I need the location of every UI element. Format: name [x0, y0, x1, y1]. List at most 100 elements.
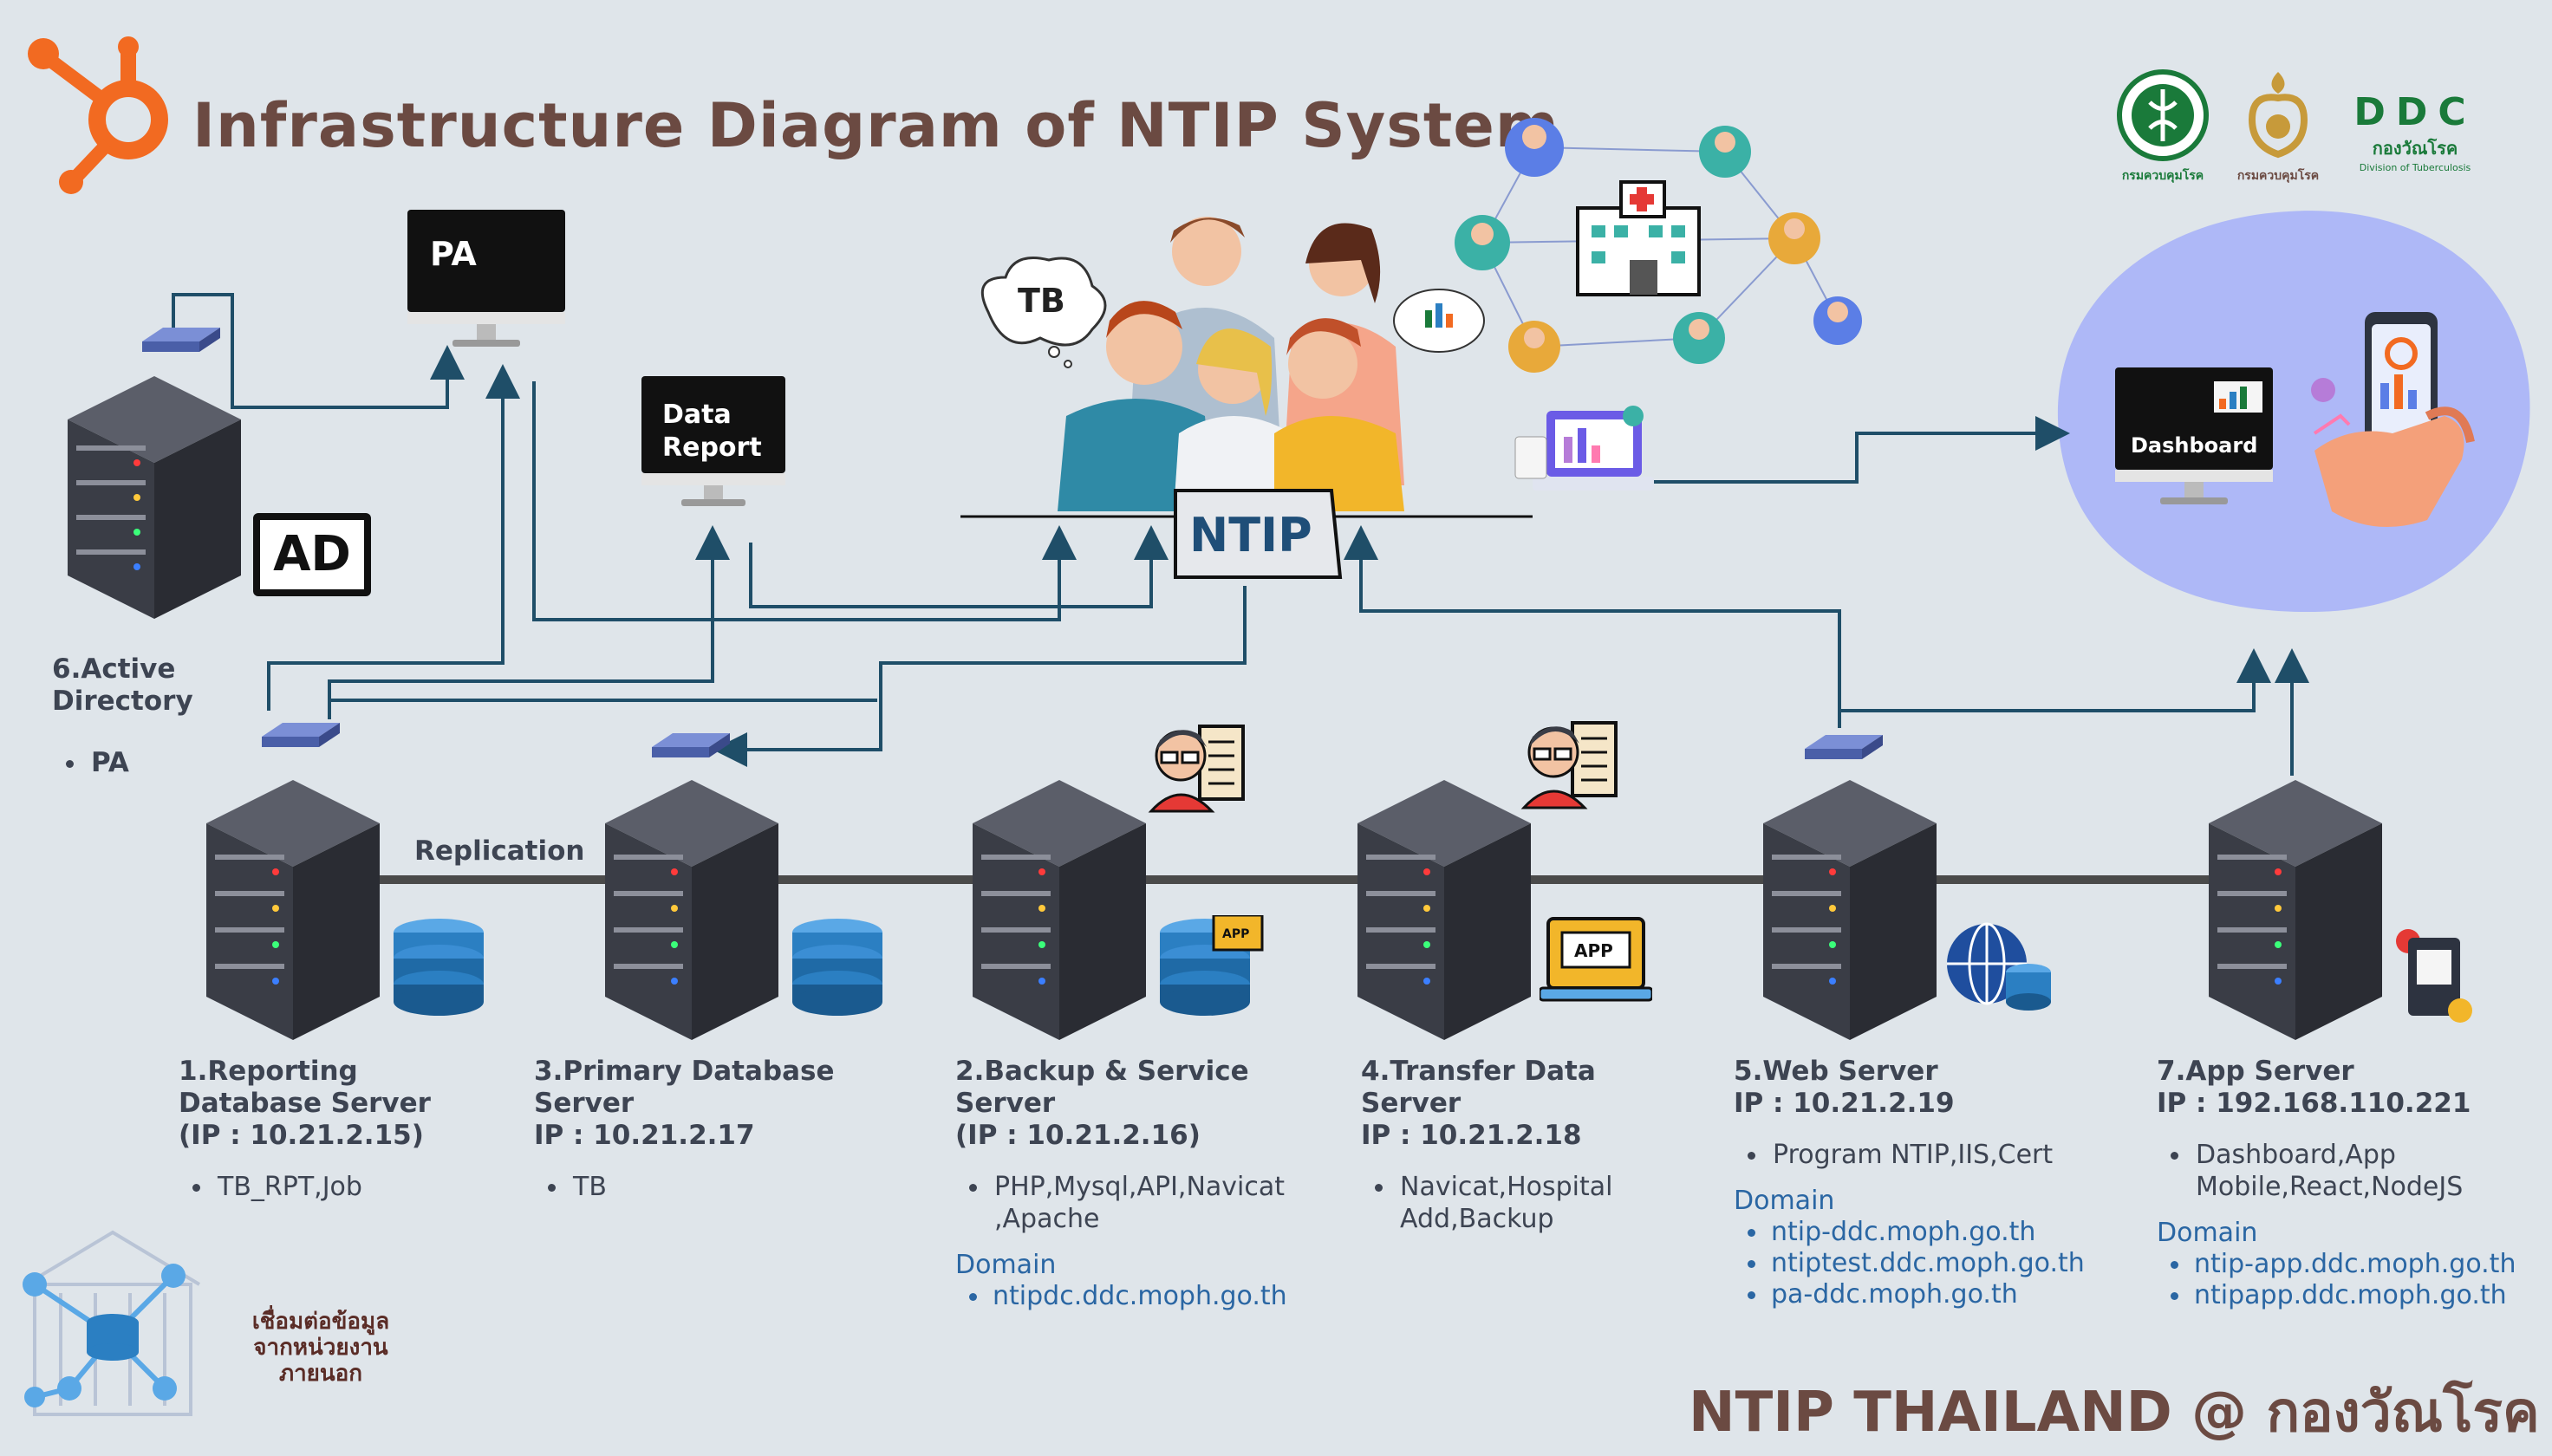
domain-link[interactable]: ntipapp.ddc.moph.go.th [2157, 1280, 2516, 1311]
ddc-sub: Division of Tuberculosis [2359, 162, 2471, 173]
footer-title: NTIP THAILAND @ กองวัณโรค [1689, 1381, 2540, 1445]
network-switch-web [1805, 735, 1883, 759]
server-items: Program NTIP,IIS,Cert [1734, 1139, 2085, 1171]
server-title-line: IP : 10.21.2.19 [1734, 1088, 1955, 1119]
database-icon-2 [792, 919, 882, 1016]
server-item: Add,Backup [1375, 1203, 1613, 1235]
server-tower-1 [206, 780, 380, 1040]
external-line1: เชื่อมต่อข้อมูล [251, 1309, 390, 1335]
external-data-label: เชื่อมต่อข้อมูล จากหน่วยงาน ภายนอก [234, 1309, 407, 1387]
ddc-emblem-logo: กรมควบคุมโรค [2226, 68, 2330, 183]
replication-label: Replication [414, 835, 585, 867]
server-tower-2 [605, 780, 778, 1040]
pa-monitor: PA [407, 210, 565, 347]
server-title-line: (IP : 10.21.2.15) [179, 1120, 424, 1151]
data-report-line2: Report [662, 432, 762, 463]
tb-bubble-text: TB [1018, 282, 1065, 320]
server-items: TB [534, 1171, 834, 1203]
database-icon-3: APP [1160, 915, 1264, 1016]
server-item: Program NTIP,IIS,Cert [1748, 1139, 2085, 1171]
domain-link-label[interactable]: ntipdc.ddc.moph.go.th [993, 1281, 1287, 1311]
server-item: PHP,Mysql,API,Navicat [969, 1171, 1287, 1203]
server-title-line: Database Server [179, 1088, 431, 1119]
network-hub-icon [28, 36, 168, 194]
domain-title: Domain [2157, 1218, 2258, 1248]
domain-link-label[interactable]: ntipapp.ddc.moph.go.th [2194, 1280, 2507, 1310]
dashboard-label: Dashboard [2131, 433, 2257, 458]
ad-badge: AD [253, 513, 371, 596]
network-switch-ad [142, 328, 220, 352]
ddc-caption: กองวัณโรค [2372, 138, 2458, 159]
domain-link[interactable]: ntipdc.ddc.moph.go.th [955, 1281, 1287, 1312]
data-report-monitor: Data Report [641, 376, 785, 506]
server-item-label: Dashboard,App [2196, 1140, 2396, 1170]
server-title-line: IP : 10.21.2.18 [1361, 1120, 1582, 1151]
server-title-line: Server [534, 1088, 635, 1119]
globe-database-icon [1947, 922, 2051, 1011]
domain-link-label[interactable]: ntiptest.ddc.moph.go.th [1771, 1248, 2085, 1278]
hospital-network-illustration [1455, 118, 1862, 373]
app-label: APP [1574, 940, 1613, 961]
server-item-label: TB_RPT,Job [218, 1172, 362, 1202]
page-title: Infrastructure Diagram of NTIP System [192, 90, 1559, 161]
server-title-line: 5.Web Server [1734, 1056, 1938, 1087]
server-tower-5 [1763, 780, 1937, 1040]
moph-seal-icon [2117, 69, 2209, 161]
server-items: PHP,Mysql,API,Navicat,Apache [955, 1171, 1287, 1235]
ad-server [68, 376, 241, 619]
moph-caption: กรมควบคุมโรค [2121, 169, 2204, 183]
server-title-line: 1.Reporting [179, 1056, 358, 1087]
server-title-line: Server [955, 1088, 1056, 1119]
server-item-label: Navicat,Hospital [1400, 1172, 1613, 1202]
server-title-line: 7.App Server [2157, 1056, 2354, 1087]
server-title-line: Server [1361, 1088, 1462, 1119]
domain-link[interactable]: ntip-app.ddc.moph.go.th [2157, 1249, 2516, 1280]
domain-link-label[interactable]: pa-ddc.moph.go.th [1771, 1279, 2018, 1310]
analytics-laptop-icon [1514, 406, 1654, 491]
server-title-line: 4.Transfer Data [1361, 1056, 1596, 1087]
server-item: ,Apache [969, 1203, 1287, 1235]
ad-badge-text: AD [260, 520, 364, 589]
app-label-small: APP [1222, 927, 1249, 941]
server-item: TB [548, 1171, 834, 1203]
server-title-line: IP : 192.168.110.221 [2157, 1088, 2471, 1119]
domain-link[interactable]: ntip-ddc.moph.go.th [1734, 1217, 2085, 1248]
moph-logo: กรมควบคุมโรค [2115, 68, 2210, 183]
emblem-icon [2248, 72, 2308, 159]
app-laptop-icon: APP [1540, 917, 1652, 1002]
ad-item: PA [66, 747, 129, 779]
server-item-label: ,Apache [994, 1204, 1100, 1234]
server-items: TB_RPT,Job [179, 1171, 431, 1203]
domain-link-label[interactable]: ntip-app.ddc.moph.go.th [2194, 1249, 2516, 1279]
ddc-letters: DDC [2353, 90, 2477, 134]
database-icon-1 [394, 919, 484, 1016]
server-item-label: PHP,Mysql,API,Navicat [994, 1172, 1286, 1202]
domain-link[interactable]: ntiptest.ddc.moph.go.th [1734, 1248, 2085, 1279]
data-report-line1: Data [662, 400, 732, 430]
ddc-logo: DDC กองวัณโรค Division of Tuberculosis [2346, 90, 2484, 185]
external-data-icon [23, 1230, 201, 1416]
domain-link[interactable]: pa-ddc.moph.go.th [1734, 1279, 2085, 1310]
ntip-team-illustration: TB NTIP [960, 217, 1533, 579]
external-line3: ภายนอก [278, 1361, 363, 1387]
server-tower-6 [2209, 780, 2382, 1040]
domain-title: Domain [1734, 1186, 1835, 1216]
server-title-line: 2.Backup & Service [955, 1056, 1249, 1087]
dashboard-monitor: Dashboard [2115, 367, 2273, 504]
server-tower-3 [973, 780, 1146, 1040]
code-settings-icon [2396, 929, 2472, 1023]
pa-monitor-label: PA [430, 235, 477, 273]
developer-icon-backup [1148, 725, 1245, 813]
server-item: TB_RPT,Job [192, 1171, 431, 1203]
server-title-line: IP : 10.21.2.17 [534, 1120, 755, 1151]
domain-link-label[interactable]: ntip-ddc.moph.go.th [1771, 1217, 2036, 1247]
server-item-label: Program NTIP,IIS,Cert [1773, 1140, 2054, 1170]
